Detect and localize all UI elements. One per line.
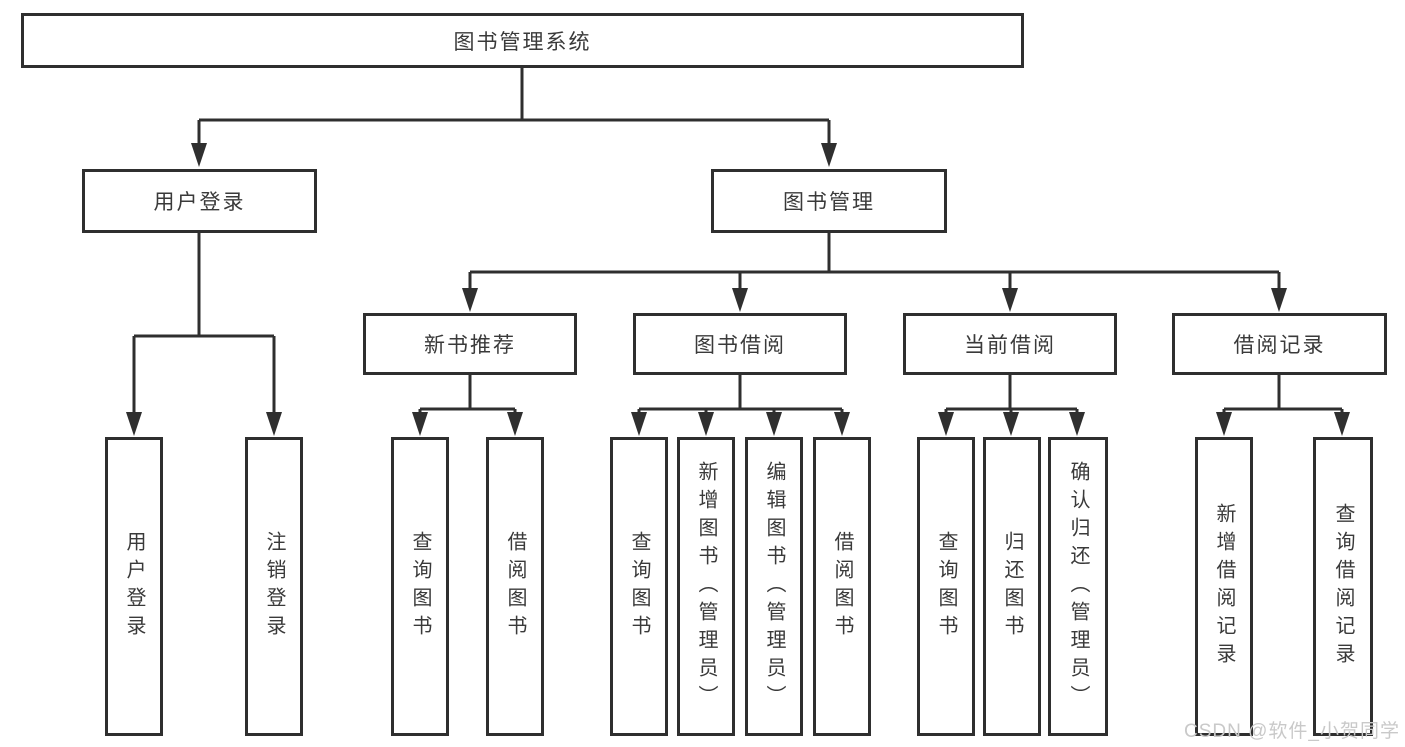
leaf-confirm-return-admin: 确认归还（管理员）	[1048, 437, 1108, 736]
leaf-add-borrow-record: 新增借阅记录	[1195, 437, 1253, 736]
leaf-user-login: 用户登录	[105, 437, 163, 736]
leaf-label: 确认归还（管理员）	[1067, 460, 1089, 713]
leaf-label: 查询图书	[628, 530, 650, 643]
leaf-label: 用户登录	[123, 530, 145, 643]
leaf-label: 新增借阅记录	[1213, 502, 1235, 671]
leaf-label: 编辑图书（管理员）	[763, 460, 785, 713]
leaf-edit-books-admin: 编辑图书（管理员）	[745, 437, 803, 736]
leaf-label: 借阅图书	[831, 530, 853, 643]
leaf-add-books-admin: 新增图书（管理员）	[677, 437, 735, 736]
csdn-watermark: CSDN @软件_小贺同学	[1184, 721, 1400, 742]
leaf-label: 新增图书（管理员）	[695, 460, 717, 713]
leaf-label: 归还图书	[1001, 530, 1023, 643]
node-new-book-recommend: 新书推荐	[363, 313, 577, 375]
leaf-borrow-books-1: 借阅图书	[486, 437, 544, 736]
leaf-label: 查询图书	[409, 530, 431, 643]
leaf-query-books-1: 查询图书	[391, 437, 449, 736]
node-label: 用户登录	[153, 191, 246, 214]
node-book-management-branch: 图书管理	[711, 169, 947, 233]
leaf-logout: 注销登录	[245, 437, 303, 736]
leaf-label: 查询图书	[935, 530, 957, 643]
node-label: 借阅记录	[1233, 334, 1326, 357]
node-current-borrowing: 当前借阅	[903, 313, 1117, 375]
leaf-query-books-3: 查询图书	[917, 437, 975, 736]
leaf-borrow-books-2: 借阅图书	[813, 437, 871, 736]
node-library-management-system: 图书管理系统	[21, 13, 1024, 68]
leaf-label: 查询借阅记录	[1332, 502, 1354, 671]
leaf-return-books: 归还图书	[983, 437, 1041, 736]
node-book-borrowing: 图书借阅	[633, 313, 847, 375]
node-user-login-branch: 用户登录	[82, 169, 317, 233]
node-borrowing-records: 借阅记录	[1172, 313, 1387, 375]
leaf-label: 注销登录	[263, 530, 285, 643]
node-label: 当前借阅	[964, 334, 1056, 357]
node-label: 图书管理	[783, 191, 875, 214]
leaf-query-books-2: 查询图书	[610, 437, 668, 736]
leaf-query-borrow-record: 查询借阅记录	[1313, 437, 1373, 736]
node-label: 图书借阅	[694, 334, 786, 357]
leaf-label: 借阅图书	[504, 530, 526, 643]
node-label: 图书管理系统	[453, 30, 592, 54]
node-label: 新书推荐	[424, 334, 516, 357]
